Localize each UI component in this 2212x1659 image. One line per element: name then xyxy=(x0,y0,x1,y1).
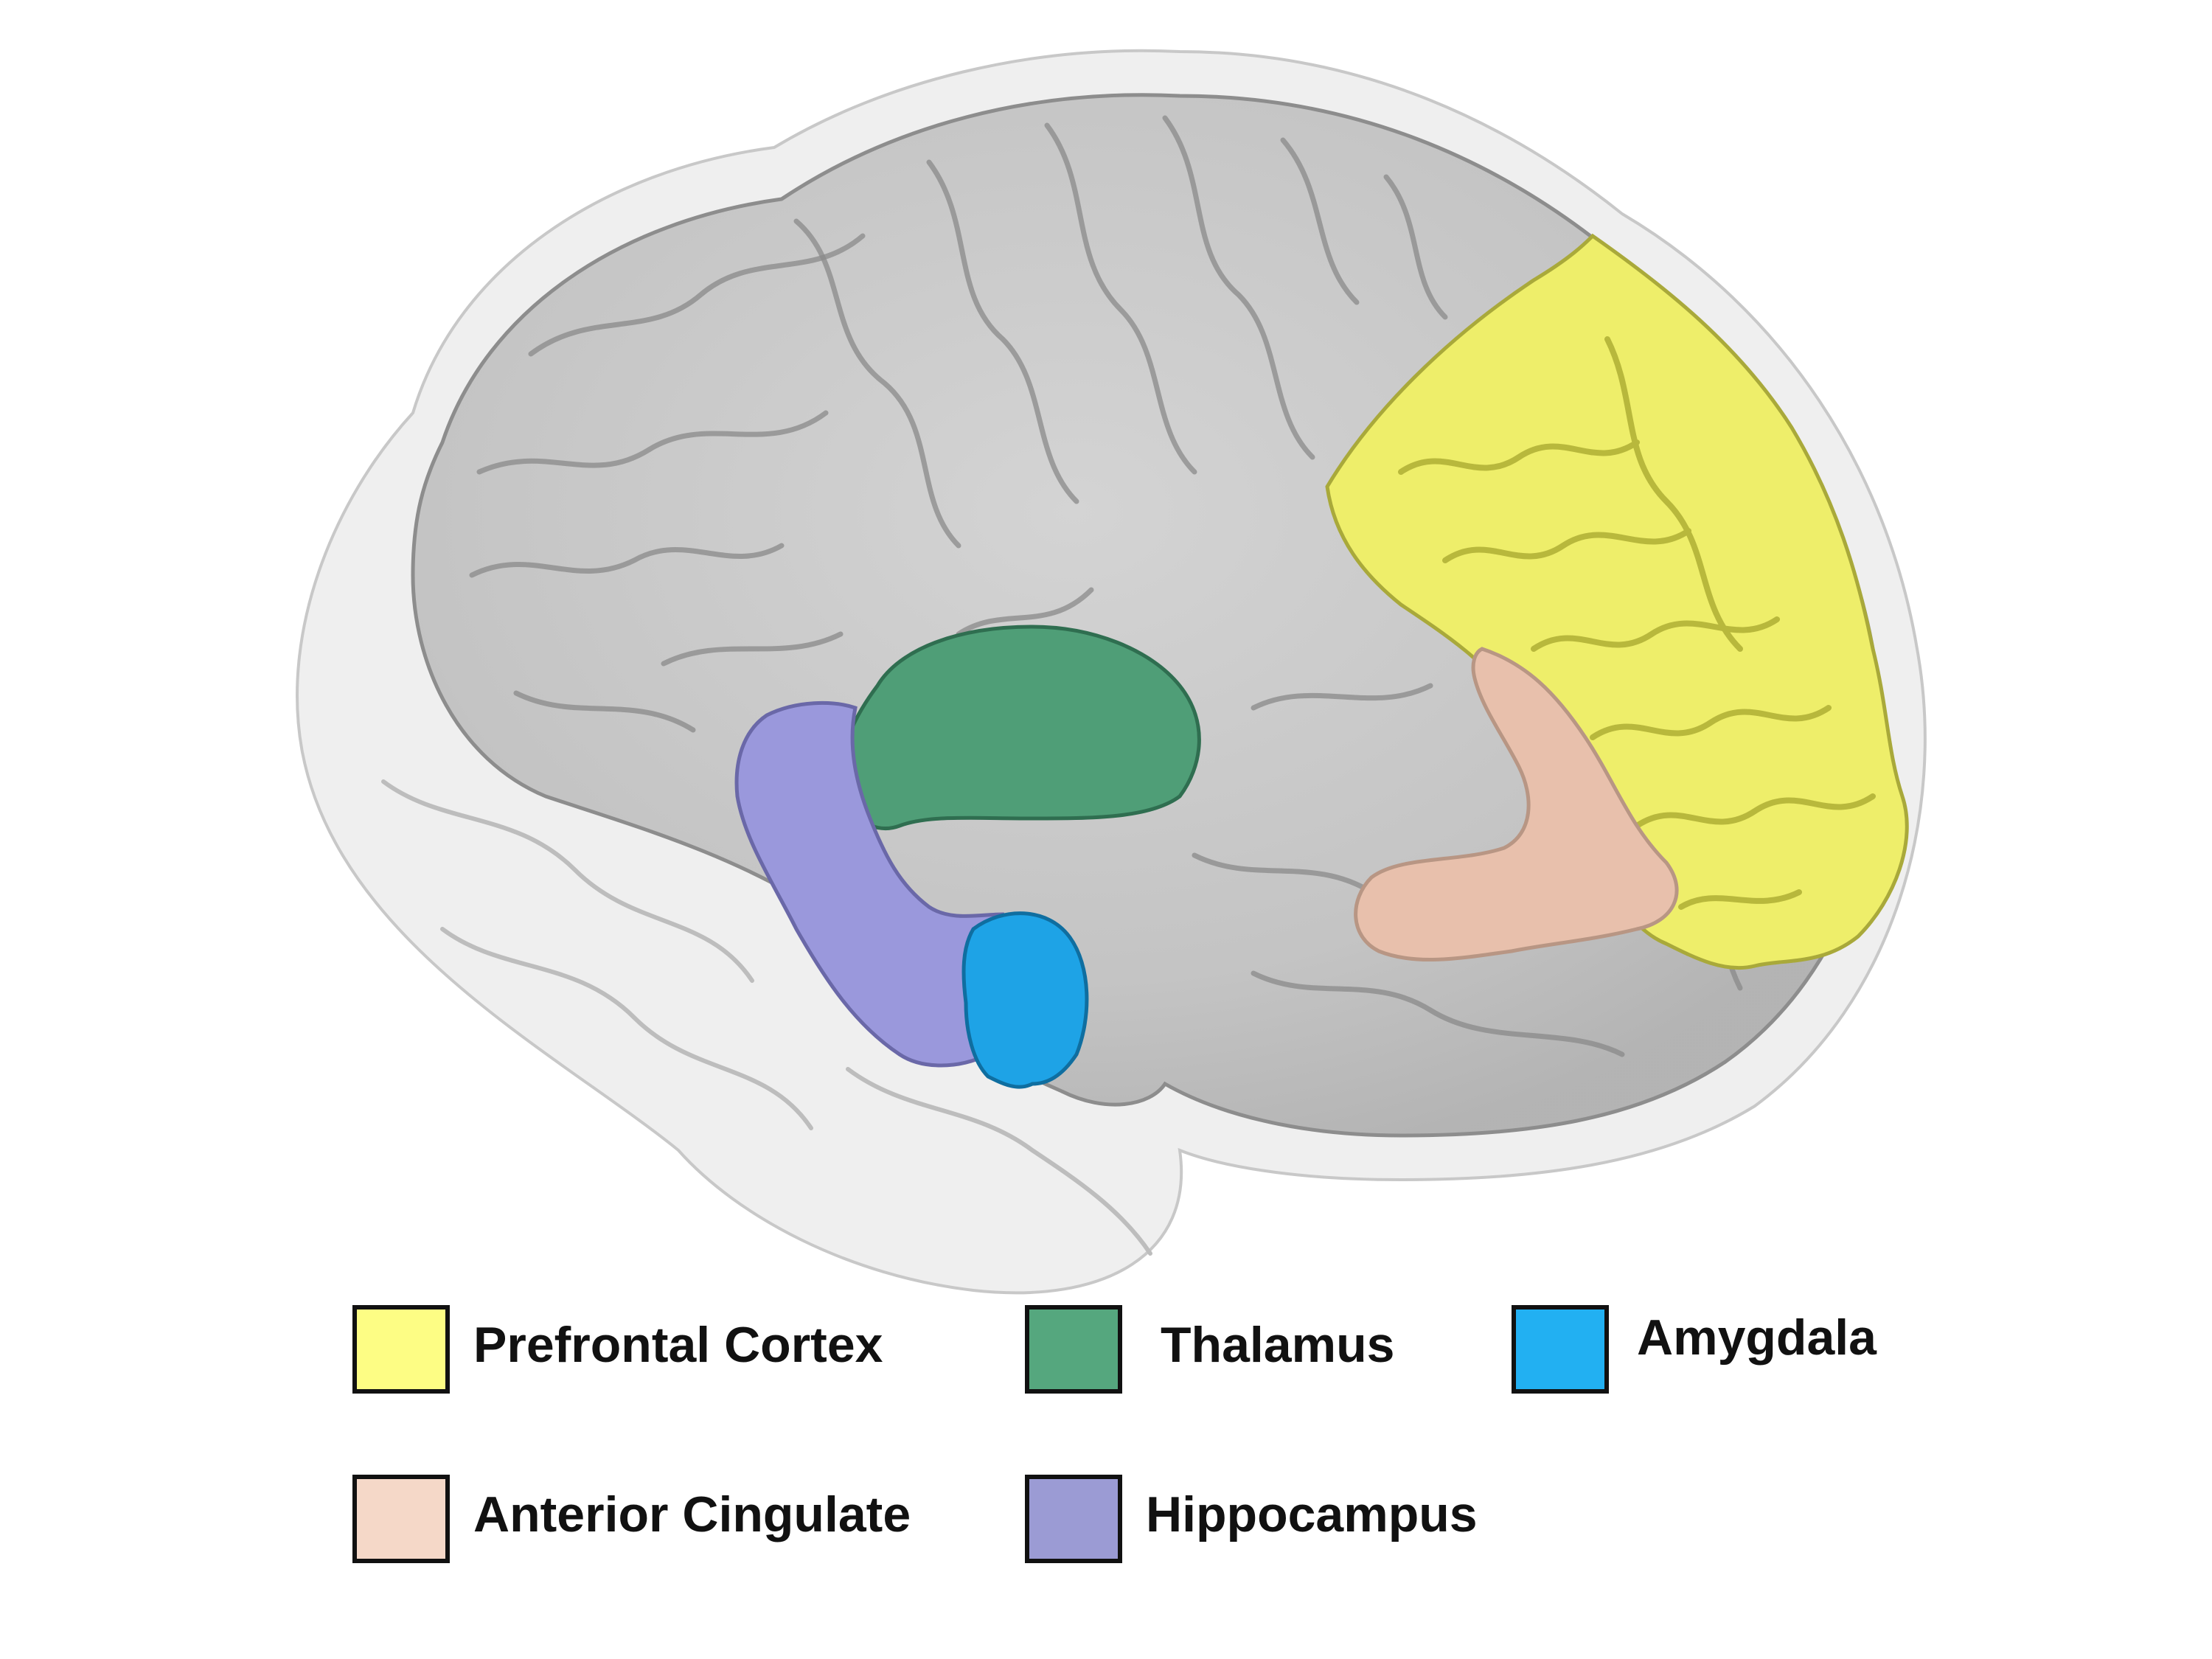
legend-swatch-anterior-cingulate xyxy=(352,1475,450,1563)
amygdala-region xyxy=(961,911,1089,1089)
legend-swatch-hippocampus xyxy=(1025,1475,1122,1563)
anterior-cingulate-region xyxy=(1354,647,1679,962)
legend-label-amygdala: Amygdala xyxy=(1637,1310,1877,1366)
legend-swatch-amygdala xyxy=(1512,1305,1609,1394)
legend-label-prefrontal-cortex: Prefrontal Cortex xyxy=(473,1317,883,1373)
legend-label-thalamus: Thalamus xyxy=(1161,1317,1395,1373)
legend-label-hippocampus: Hippocampus xyxy=(1146,1486,1478,1543)
brain-illustration xyxy=(296,49,1927,1295)
legend-label-anterior-cingulate: Anterior Cingulate xyxy=(473,1486,911,1543)
brain-temporal-lines xyxy=(381,779,1152,1256)
legend-swatch-prefrontal-cortex xyxy=(352,1305,450,1394)
prefrontal-gyri-lines xyxy=(1398,336,1876,910)
legend-swatch-thalamus xyxy=(1025,1305,1122,1394)
